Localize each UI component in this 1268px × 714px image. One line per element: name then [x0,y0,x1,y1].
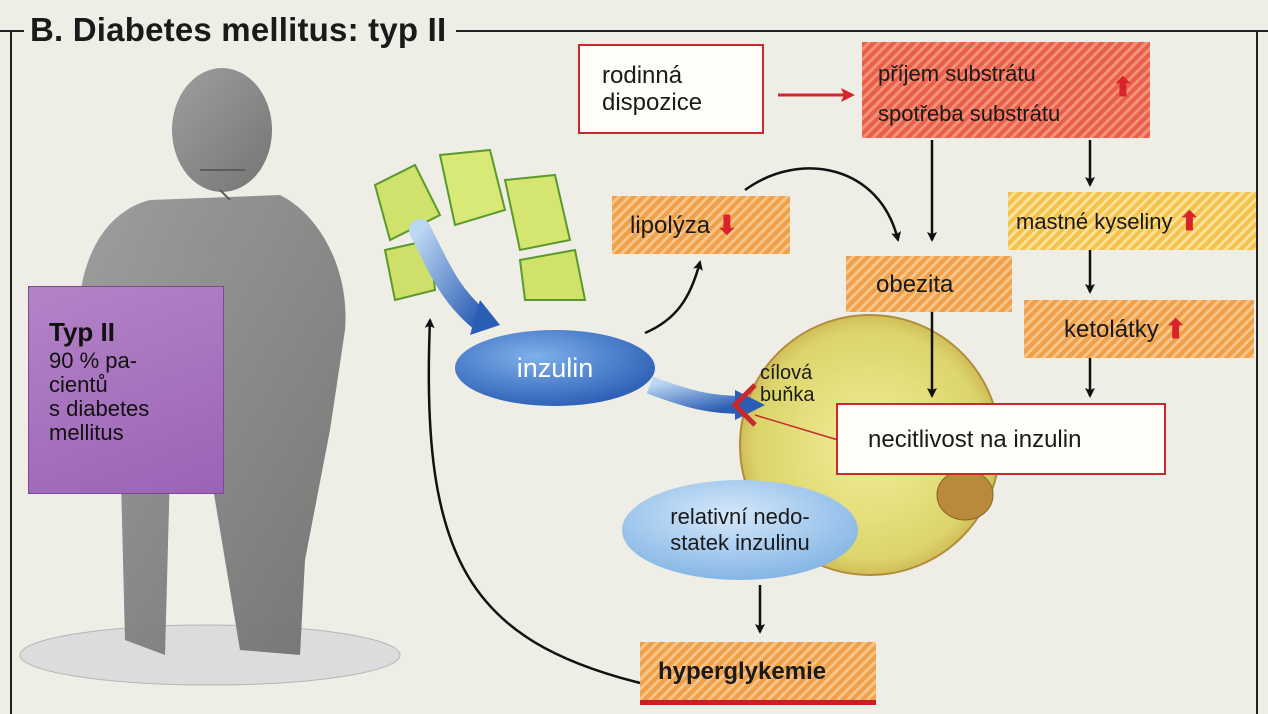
mastne-kyseliny-box: mastné kyseliny ⬆ [1008,192,1256,250]
typ-ii-heading: Typ II [49,317,203,347]
prijem-spotreba-box: příjem substrátu spotřeba substrátu ⬆ [862,42,1150,138]
spotreba-label: spotřeba substrátu [878,100,1060,127]
prijem-label: příjem substrátu [878,60,1036,87]
typ-ii-text: 90 % pa- cientů s diabetes mellitus [49,349,203,445]
necitlivost-box: necitlivost na inzulin [836,403,1166,475]
pancreas-icon [375,150,585,300]
rodinna-dispozice-box: rodinná dispozice [578,44,764,134]
page-title: B. Diabetes mellitus: typ II [24,10,456,50]
inzulin-to-lipolyza-arrow [645,262,700,333]
cell-nucleus [937,470,993,520]
mastne-label: mastné kyseliny [1016,208,1173,235]
decrease-arrow-icon: ⬇ [716,212,738,239]
hyperglykemie-underline [640,700,876,705]
hyperglykemie-box: hyperglykemie [640,642,876,700]
inzulin-to-cell-arrow [650,385,745,405]
lipolyza-label: lipolýza [630,212,710,239]
figure-pedestal [20,625,400,685]
relativni-label: relativní nedo- statek inzulinu [640,495,840,565]
increase-arrow-icon: ⬆ [1112,74,1134,101]
increase-arrow-icon: ⬆ [1179,208,1201,235]
increase-arrow-icon: ⬆ [1165,316,1187,343]
cilova-bunka-label: cílová buňka [760,362,840,422]
obezita-box: obezita [846,256,1012,312]
ketolatky-label: ketolátky [1064,316,1159,343]
inzulin-label: inzulin [455,340,655,396]
typ-ii-info-box: Typ II 90 % pa- cientů s diabetes mellit… [28,286,224,494]
ketolatky-box: ketolátky ⬆ [1024,300,1254,358]
lipolyza-box: lipolýza ⬇ [612,196,790,254]
